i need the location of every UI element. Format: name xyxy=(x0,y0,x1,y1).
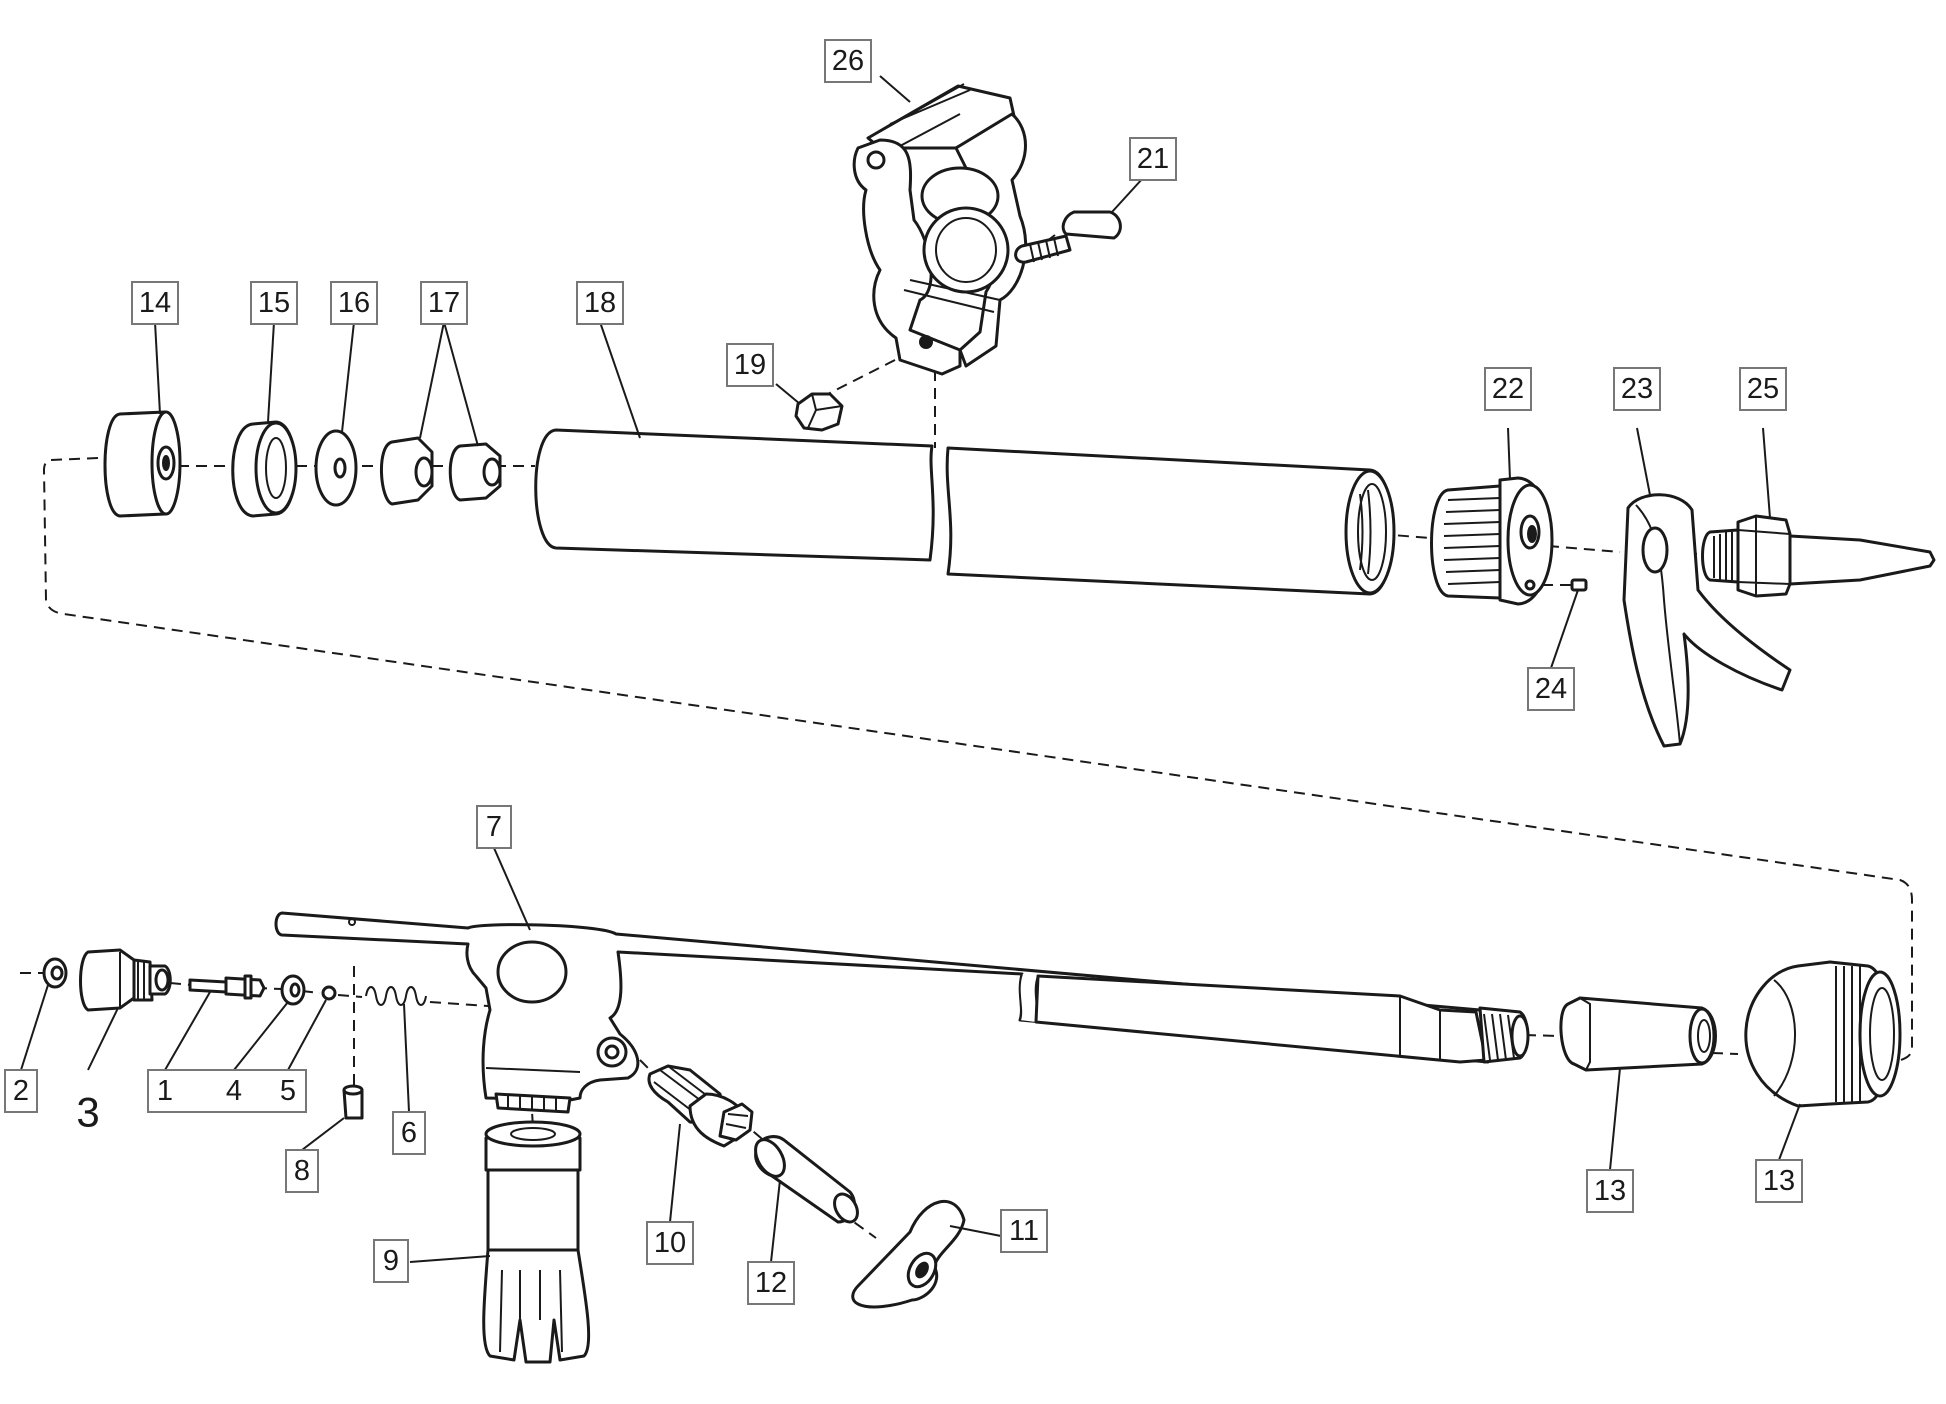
part-18-nuts xyxy=(380,436,502,506)
callout-label: 2 xyxy=(13,1075,29,1107)
callout-20: 19 xyxy=(726,343,774,387)
part-4-washer xyxy=(280,974,306,1006)
callout-11: 11 xyxy=(1000,1209,1048,1253)
part-13-coupling-nut xyxy=(1744,960,1902,1108)
callout-label: 16 xyxy=(338,287,370,319)
part-2-washer xyxy=(42,957,68,989)
part-10-union xyxy=(647,1064,754,1148)
callout-label: 6 xyxy=(401,1117,417,1149)
callout-label: 8 xyxy=(294,1155,310,1187)
part-6-spring xyxy=(365,986,427,1006)
part-5-ball xyxy=(321,985,337,1001)
callout-4: 4 xyxy=(226,1075,242,1107)
part-24-pin xyxy=(1570,578,1588,592)
part-7-main-body xyxy=(274,911,1490,1114)
callout-label: 12 xyxy=(755,1267,787,1299)
callout-9: 9 xyxy=(373,1239,409,1283)
callout-label: 21 xyxy=(1137,143,1169,175)
part-23-fork-bracket xyxy=(1622,493,1792,748)
assembly-number-3: 3 xyxy=(76,1089,99,1136)
callout-19: 18 xyxy=(576,281,624,325)
part-12-nozzle xyxy=(754,1135,859,1224)
callout-label: 26 xyxy=(832,45,864,77)
callout-2: 2 xyxy=(4,1069,38,1113)
callout-label: 19 xyxy=(734,349,766,381)
callout-21: 21 xyxy=(1129,137,1177,181)
callout-10: 10 xyxy=(646,1221,694,1265)
part-7-threaded-end xyxy=(1478,1006,1530,1064)
callout-label: 13 xyxy=(1594,1175,1626,1207)
callout-23: 23 xyxy=(1613,367,1661,411)
part-16-ring xyxy=(231,420,298,518)
callout-16: 15 xyxy=(250,281,298,325)
callout-label: 15 xyxy=(258,287,290,319)
callout-label: 10 xyxy=(654,1227,686,1259)
callout-label: 24 xyxy=(1535,673,1567,705)
part-20-nut xyxy=(794,392,844,432)
callout-label: 18 xyxy=(584,287,616,319)
part-8-small-screw xyxy=(342,1084,364,1120)
part-17-washer xyxy=(314,429,358,507)
callout-label: 13 xyxy=(1763,1165,1795,1197)
callout-label: 7 xyxy=(486,811,502,843)
part-26-clamp-handle xyxy=(852,83,1028,376)
callout-label: 23 xyxy=(1621,373,1653,405)
callout-7: 7 xyxy=(476,805,512,849)
callout-label: 22 xyxy=(1492,373,1524,405)
part-22-threaded-fitting xyxy=(1430,476,1554,606)
callout-1-4-5-group: 1 4 5 xyxy=(147,1069,307,1113)
callout-leader-lines xyxy=(20,75,1801,1263)
callout-6: 6 xyxy=(392,1111,426,1155)
callout-14: 13 xyxy=(1586,1169,1634,1213)
callout-label: 9 xyxy=(383,1245,399,1277)
part-21-screw xyxy=(1014,210,1122,264)
callout-label: 17 xyxy=(428,287,460,319)
part-1-valve-pin xyxy=(188,974,266,1000)
callout-5: 5 xyxy=(280,1075,296,1107)
callout-15: 14 xyxy=(131,281,179,325)
callout-22: 22 xyxy=(1484,367,1532,411)
callout-25: 25 xyxy=(1739,367,1787,411)
callout-label: 25 xyxy=(1747,373,1779,405)
part-19-tube xyxy=(534,428,1396,596)
callout-label: 11 xyxy=(1009,1215,1039,1247)
part-14-sleeve xyxy=(1559,996,1717,1072)
callout-24: 24 xyxy=(1527,667,1575,711)
part-15-end-knob xyxy=(103,410,182,518)
callout-26: 26 xyxy=(824,39,872,83)
part-11-wing-nut xyxy=(851,1200,966,1309)
part-25-pointed-tip xyxy=(1701,514,1936,598)
callout-12: 12 xyxy=(747,1261,795,1305)
callout-8: 8 xyxy=(285,1149,319,1193)
callout-13: 13 xyxy=(1755,1159,1803,1203)
part-3-fitting xyxy=(79,948,172,1012)
callout-label: 14 xyxy=(139,287,171,319)
callout-1: 1 xyxy=(157,1075,173,1107)
callout-18: 17 xyxy=(420,281,468,325)
part-9-cap xyxy=(482,1120,591,1364)
callout-17: 16 xyxy=(330,281,378,325)
